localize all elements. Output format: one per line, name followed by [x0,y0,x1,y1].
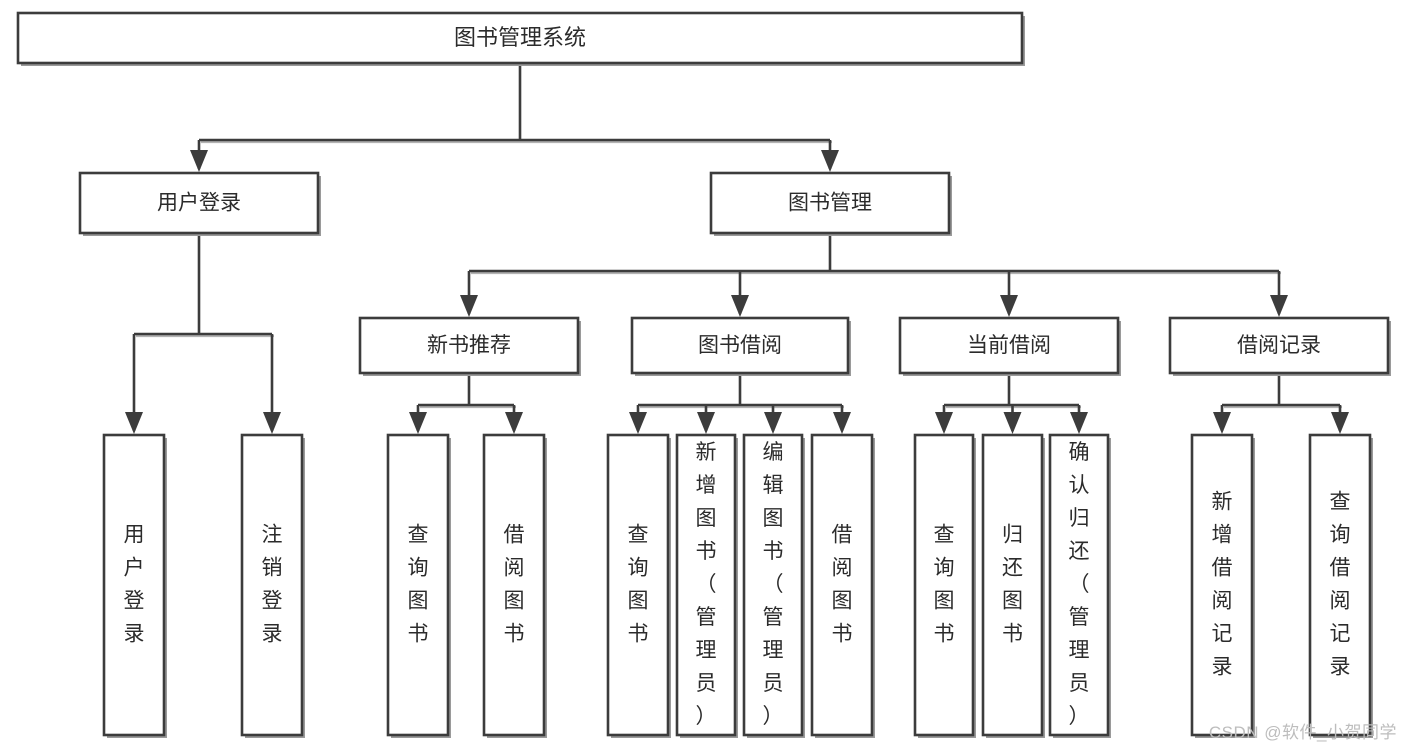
node-leaf-0-用户登录[interactable]: 用户登录 [102,433,167,738]
node-rect[interactable] [1168,316,1390,375]
node-leaf-3-借阅图书[interactable]: 借阅图书 [482,433,547,738]
node-label: 查询借阅记录 [1330,490,1351,678]
node-label: 注销登录 [262,523,283,645]
arrow-head-icon [460,295,478,317]
node-label: 归还图书 [1002,523,1023,645]
node-label: 借阅图书 [832,523,853,645]
node-label: 编辑图书（管理员） [763,441,784,728]
node-level2-图书借阅[interactable]: 图书借阅 [630,316,851,376]
node-leaf-7-借阅图书[interactable]: 借阅图书 [810,433,875,738]
arrow-head-icon [409,412,427,434]
node-leaf-12-查询借阅记录[interactable]: 查询借阅记录 [1308,433,1373,738]
node-rect[interactable] [981,433,1044,737]
node-leaf-11-新增借阅记录[interactable]: 新增借阅记录 [1190,433,1255,738]
arrow-head-icon [1003,412,1022,434]
node-leaf-5-新增图书（管理员）[interactable]: 新增图书（管理员） [675,433,738,738]
node-level2-新书推荐[interactable]: 新书推荐 [358,316,581,376]
node-leaf-10-确认归还（管理员）[interactable]: 确认归还（管理员） [1048,433,1111,738]
arrow-head-icon [731,295,749,317]
node-level2-借阅记录[interactable]: 借阅记录 [1168,316,1391,376]
node-label: 新书推荐 [427,334,511,357]
node-label: 用户登录 [157,192,241,215]
arrow-head-icon [1000,295,1018,317]
node-rect[interactable] [102,433,166,737]
node-label: 查询图书 [934,523,955,645]
node-label: 新增借阅记录 [1212,490,1233,678]
node-rect[interactable] [240,433,304,737]
node-rect[interactable] [709,171,951,235]
node-label: 借阅记录 [1237,334,1321,357]
node-label: 图书借阅 [698,334,782,357]
node-label: 用户登录 [124,523,145,645]
arrow-head-icon [629,412,647,434]
node-label: 借阅图书 [504,523,525,645]
node-rect[interactable] [675,433,737,737]
connector-layer [125,63,1349,434]
node-level1-图书管理[interactable]: 图书管理 [709,171,952,236]
node-rect[interactable] [386,433,450,737]
node-rect[interactable] [16,11,1024,65]
arrow-head-icon [190,150,208,172]
node-rect[interactable] [78,171,320,235]
node-rect[interactable] [482,433,546,737]
arrow-head-icon [935,412,953,434]
node-rect[interactable] [898,316,1120,375]
node-label: 查询图书 [628,523,649,645]
node-rect[interactable] [742,433,804,737]
node-leaf-9-归还图书[interactable]: 归还图书 [981,433,1045,738]
arrow-head-icon [1270,295,1288,317]
node-leaf-8-查询图书[interactable]: 查询图书 [913,433,976,738]
node-rect[interactable] [630,316,850,375]
node-leaf-6-编辑图书（管理员）[interactable]: 编辑图书（管理员） [742,433,805,738]
node-label: 图书管理系统 [454,25,586,50]
node-root-图书管理系统[interactable]: 图书管理系统 [16,11,1025,66]
arrow-head-icon [263,412,281,434]
node-rect[interactable] [358,316,580,375]
arrow-head-icon [1070,412,1088,434]
arrow-head-icon [833,412,851,434]
node-level2-当前借阅[interactable]: 当前借阅 [898,316,1121,376]
node-leaf-1-注销登录[interactable]: 注销登录 [240,433,305,738]
arrow-head-icon [1331,412,1349,434]
arrow-head-icon [1213,412,1231,434]
arrow-head-icon [764,412,782,434]
node-rect[interactable] [810,433,874,737]
node-label: 图书管理 [788,192,872,215]
node-label: 当前借阅 [967,334,1051,357]
csdn-watermark: CSDN @软件_小贺同学 [1208,723,1397,742]
arrow-head-icon [505,412,523,434]
arrow-head-icon [697,412,715,434]
arrow-head-icon [125,412,143,434]
node-label: 新增图书（管理员） [696,441,717,728]
node-level1-用户登录[interactable]: 用户登录 [78,171,321,236]
node-leaf-4-查询图书[interactable]: 查询图书 [606,433,671,738]
node-layer: 图书管理系统用户登录图书管理新书推荐图书借阅当前借阅借阅记录用户登录注销登录查询… [16,11,1391,738]
node-rect[interactable] [1190,433,1254,737]
node-rect[interactable] [913,433,975,737]
node-leaf-2-查询图书[interactable]: 查询图书 [386,433,451,738]
node-label: 查询图书 [408,523,429,645]
node-label: 确认归还（管理员） [1069,441,1090,728]
node-rect[interactable] [606,433,670,737]
node-rect[interactable] [1048,433,1110,737]
node-rect[interactable] [1308,433,1372,737]
arrow-head-icon [821,150,839,172]
